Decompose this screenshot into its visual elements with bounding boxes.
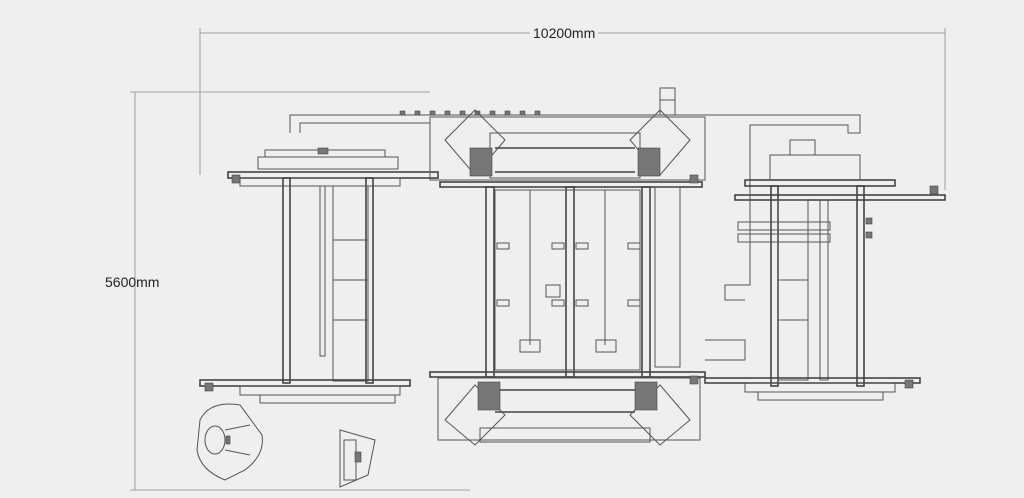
width-dimension-label: 10200mm xyxy=(530,25,599,41)
width-dimension-line xyxy=(199,28,946,190)
top-piping xyxy=(289,87,861,361)
height-dimension-line xyxy=(130,91,470,491)
center-welding-station xyxy=(429,109,706,446)
small-fixture xyxy=(339,429,376,488)
left-loading-station xyxy=(199,147,439,404)
right-unloading-station xyxy=(704,139,946,401)
height-dimension-label: 5600mm xyxy=(105,274,160,290)
operator-figure xyxy=(196,403,263,481)
